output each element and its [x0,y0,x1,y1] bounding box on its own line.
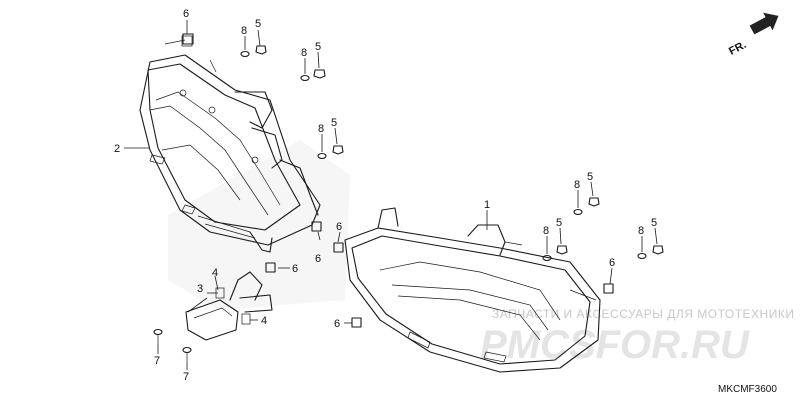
bolt-7b [182,346,192,362]
callout-part-6: 6 [315,253,321,265]
front-arrow-icon [749,12,779,35]
watermark-text-line2: PMCSFOR.RU [480,323,750,367]
connector-assembly [185,271,273,341]
callout-part-6: 6 [292,263,298,275]
callout-part-6: 6 [336,221,342,233]
callout-part-3: 3 [197,283,203,295]
right-headlight-assembly [344,207,601,373]
callout-part-4: 4 [261,315,267,327]
callout-part-8: 8 [241,25,247,37]
callout-part-8: 8 [543,225,549,237]
callout-part-6: 6 [183,8,189,20]
front-direction-label: FR. [727,39,748,58]
callout-part-5: 5 [255,18,261,30]
watermark: ЗАПЧАСТИ И АКСЕССУАРЫ ДЛЯ МОТОТЕХНИКИ PM… [480,307,794,367]
callout-part-8: 8 [301,47,307,59]
callout-part-5: 5 [651,217,657,229]
front-direction-indicator: FR. [727,12,779,58]
callout-part-5: 5 [315,41,321,53]
callout-part-5: 5 [556,217,562,229]
callout-part-8: 8 [638,225,644,237]
background-honda-silhouette [168,140,350,310]
washer-nut-set [240,45,664,262]
callout-part-7: 7 [183,371,189,383]
leader-lines [124,20,658,370]
callout-part-1: 1 [484,199,490,211]
callout-part-4: 4 [212,267,218,279]
callout-part-8: 8 [318,123,324,135]
callout-part-7: 7 [154,355,160,367]
callout-labels: 2 1 6 8 5 8 5 8 5 8 5 8 5 8 5 6 6 6 6 6 … [114,8,657,383]
bolt-7a [153,328,163,344]
callout-part-6: 6 [334,318,340,330]
callout-part-8: 8 [574,179,580,191]
callout-part-5: 5 [587,171,593,183]
callout-part-6: 6 [609,257,615,269]
callout-part-5: 5 [331,117,337,129]
watermark-text-line1: ЗАПЧАСТИ И АКСЕССУАРЫ ДЛЯ МОТОТЕХНИКИ [492,307,794,321]
diagram-code: MKCMF3600 [718,384,777,395]
callout-part-2: 2 [114,143,120,155]
clip-set [182,33,614,328]
